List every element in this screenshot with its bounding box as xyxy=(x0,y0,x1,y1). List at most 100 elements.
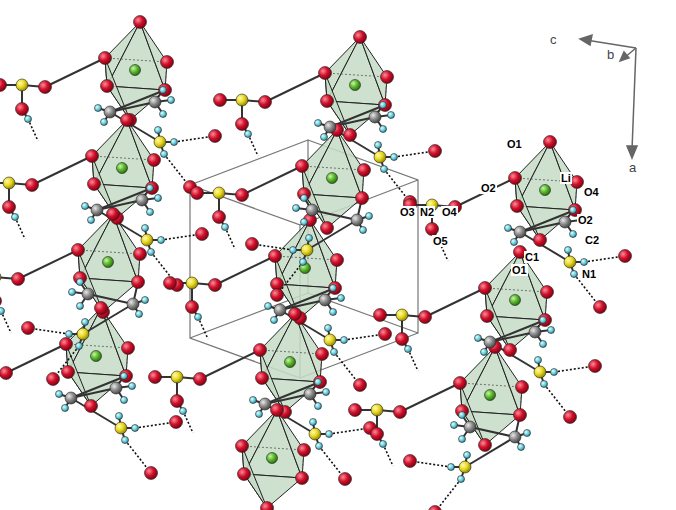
o-atom xyxy=(145,467,158,480)
covalent-bond xyxy=(97,210,147,240)
lio6-octahedron xyxy=(520,252,547,320)
h-atom xyxy=(316,443,323,450)
h-atom xyxy=(341,337,348,344)
c-atom xyxy=(91,204,103,216)
o-atom xyxy=(72,244,85,257)
h-atom xyxy=(147,185,154,192)
h-atom xyxy=(25,116,32,123)
axis-label: b xyxy=(606,48,615,62)
covalent-bond xyxy=(83,304,133,334)
o-atom xyxy=(271,404,284,417)
o-atom xyxy=(246,238,259,251)
h-atom xyxy=(464,452,471,459)
lio6-octahedron xyxy=(310,220,337,288)
h-atom xyxy=(306,235,313,242)
o-atom xyxy=(516,381,529,394)
c-atom xyxy=(149,96,161,108)
hidden-edge xyxy=(78,250,140,282)
o-atom xyxy=(371,428,384,441)
o-atom xyxy=(514,409,527,422)
c-atom xyxy=(82,288,94,300)
h-atom xyxy=(245,131,252,138)
h-atom xyxy=(448,464,455,471)
c-atom xyxy=(306,204,318,216)
o-atom xyxy=(39,81,52,94)
o-atom xyxy=(481,310,494,323)
h-atom xyxy=(380,441,387,448)
covalent-bond xyxy=(110,112,160,142)
o-atom xyxy=(379,99,392,112)
h-atom xyxy=(88,217,95,224)
h-atom xyxy=(56,391,63,398)
c-atom xyxy=(529,326,541,338)
covalent-bond xyxy=(71,398,121,428)
bond-layer xyxy=(0,58,625,510)
o-atom xyxy=(319,67,332,80)
o-atom xyxy=(564,411,577,424)
h-atom xyxy=(101,119,108,126)
o-atom xyxy=(396,333,409,346)
covalent-bond xyxy=(280,310,330,340)
covalent-bond xyxy=(280,288,335,310)
o-atom xyxy=(479,282,492,295)
n-atom xyxy=(3,177,15,189)
covalent-bond xyxy=(265,394,310,404)
c-atom xyxy=(324,121,336,133)
o-atom xyxy=(134,248,147,261)
h-atom xyxy=(405,346,412,353)
h-atom xyxy=(331,349,338,356)
c-atom xyxy=(464,421,476,433)
covalent-bond xyxy=(520,222,565,232)
lio6-octahedron xyxy=(495,347,522,415)
hidden-edge xyxy=(325,73,387,105)
covalent-bond xyxy=(200,350,260,379)
o-atom xyxy=(164,277,177,290)
covalent-bond xyxy=(71,376,126,398)
h-atom xyxy=(540,341,547,348)
h-atom xyxy=(300,259,307,266)
n-atom xyxy=(171,371,183,383)
hidden-edge xyxy=(260,350,322,382)
n-atom xyxy=(154,136,166,148)
h-atom xyxy=(256,411,263,418)
covalent-bond xyxy=(400,383,460,412)
h-atom xyxy=(180,408,187,415)
o-atom xyxy=(256,372,269,385)
h-atom xyxy=(323,389,330,396)
covalent-bond xyxy=(265,73,325,102)
c-atom xyxy=(304,388,316,400)
n-atom xyxy=(236,94,248,106)
o-atom xyxy=(146,182,159,195)
n-atom xyxy=(301,244,313,256)
li-atom xyxy=(485,390,496,401)
h-atom xyxy=(142,225,149,232)
o-atom xyxy=(238,468,251,481)
h-atom xyxy=(451,422,458,429)
h-atom xyxy=(129,383,136,390)
h-atom xyxy=(548,327,555,334)
n-atom xyxy=(213,187,225,199)
h-atom xyxy=(77,279,84,286)
o-atom xyxy=(261,502,274,510)
h-atom xyxy=(518,444,525,451)
o-atom xyxy=(236,118,249,131)
atom-label: O2 xyxy=(577,214,594,226)
o-atom xyxy=(429,506,442,510)
h-atom xyxy=(301,195,308,202)
o-atom xyxy=(298,188,311,201)
h-atom xyxy=(541,381,548,388)
covalent-bond xyxy=(265,404,315,434)
o-atom xyxy=(358,164,371,177)
o-atom xyxy=(454,377,467,390)
o-atom xyxy=(321,222,334,235)
c-atom xyxy=(351,214,363,226)
o-atom xyxy=(259,96,272,109)
polyhedra-layer xyxy=(66,22,577,508)
c-atom xyxy=(484,336,496,348)
o-atom xyxy=(196,228,209,241)
covalent-bond xyxy=(110,102,155,112)
h-atom xyxy=(380,126,387,133)
covalent-bond xyxy=(470,427,515,437)
o-atom xyxy=(88,178,101,191)
